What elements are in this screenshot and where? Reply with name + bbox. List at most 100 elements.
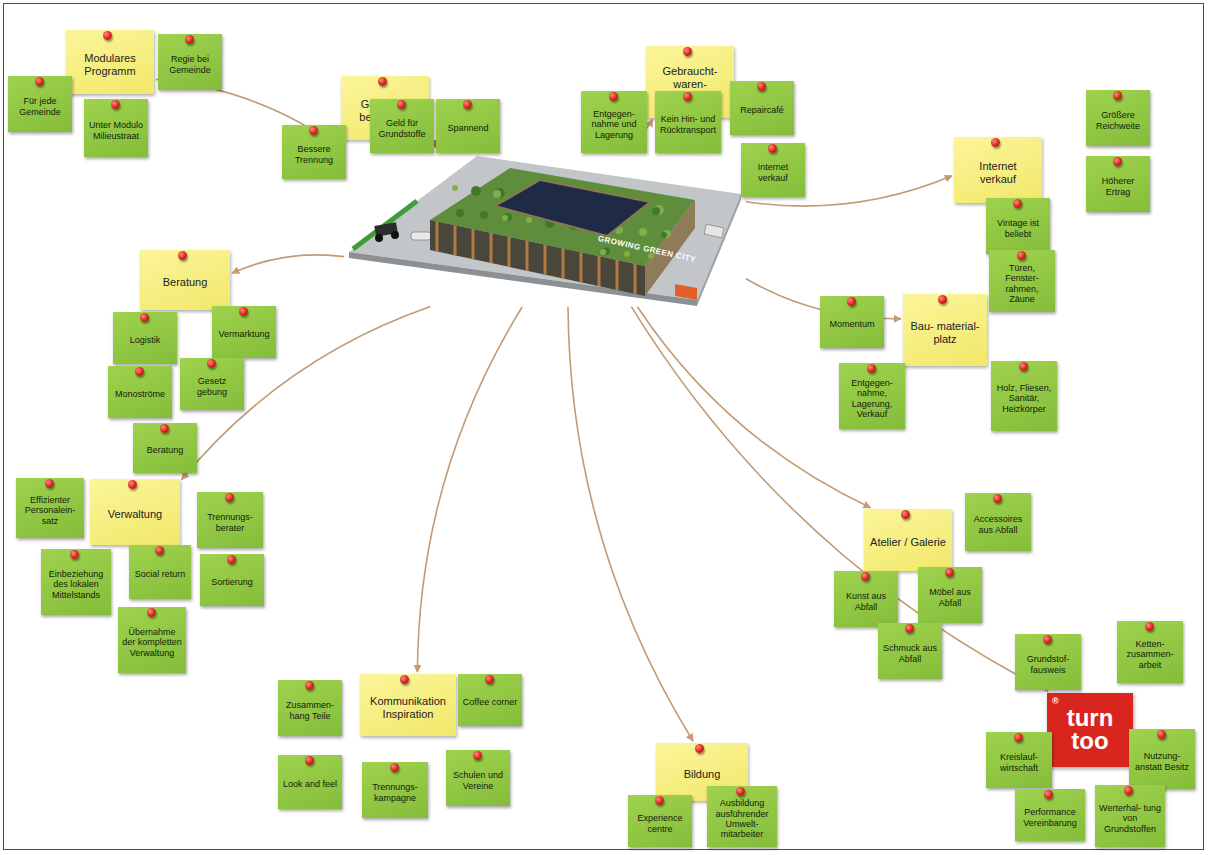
registered-mark: ® [1052,697,1059,706]
push-pin [35,77,44,86]
push-pin [135,367,144,376]
note-text: Logistik [130,335,161,345]
idea-note: Trennungs- kampagne [362,762,428,818]
note-text: Trennungs- kampagne [366,782,424,803]
idea-note: Schmuck aus Abfall [878,623,942,679]
note-text: Vermarktung [218,329,269,339]
idea-note: Geld für Grundstoffe [370,99,434,153]
push-pin [185,35,194,44]
idea-note: Repaircafé [730,81,794,135]
note-text: Regie bei Gemeinde [162,54,218,75]
note-text: Schmuck aus Abfall [882,643,938,664]
idea-note: Größere Reichweite [1086,90,1150,146]
push-pin [757,82,766,91]
note-text: Schulen und Vereine [450,770,506,791]
note-text: Einbeziehung des lokalen Mittelstands [45,569,107,600]
note-text: Größere Reichweite [1090,110,1146,131]
idea-note: Regie bei Gemeinde [158,34,222,90]
push-pin [45,479,54,488]
idea-note: Holz, Fliesen, Sanitär, Heizkörper [991,361,1057,431]
connector-arrow [417,307,522,672]
note-text: Internet verkauf [960,160,1036,186]
topic-note: Modulares Programm [66,30,154,94]
building-drawing [345,148,745,306]
idea-note: Unter Modulo Milieustraat [84,99,148,157]
topic-note: Beratung [140,250,230,310]
push-pin [736,787,745,796]
push-pin [993,494,1002,503]
idea-note: Türen, Fenster- rahmen, Zäune [989,250,1055,312]
push-pin [140,313,149,322]
push-pin [1124,786,1133,795]
note-text: Entgegen- nahme und Lagerung [585,109,643,140]
note-text: Geld für Grundstoffe [374,118,430,139]
idea-note: Spannend [436,99,500,153]
idea-note: Entgegen- nahme, Lagerung, Verkauf [839,363,905,429]
note-text: Unter Modulo Milieustraat [88,120,144,141]
note-text: Gesetz gebung [184,376,240,397]
topic-note: Internet verkauf [954,137,1042,203]
idea-note: Schulen und Vereine [446,750,510,806]
idea-note: Trennungs- berater [197,492,263,548]
idea-note: Einbeziehung des lokalen Mittelstands [41,549,111,615]
note-text: Effizienter Personalein- satz [20,495,80,526]
idea-note: Gesetz gebung [180,358,244,410]
note-text: Kein Hin- und Rücktransport [659,114,717,135]
push-pin [397,100,406,109]
push-pin [309,126,318,135]
push-pin [305,681,314,690]
topic-note: Verwaltung [90,479,180,545]
note-text: Sortierung [211,577,253,587]
push-pin [178,251,187,260]
push-pin [160,424,169,433]
push-pin [485,675,494,684]
note-text: Beratung [147,445,184,455]
push-pin [400,675,409,684]
push-pin [1044,790,1053,799]
topic-note: Atelier / Galerie [864,509,952,571]
idea-note: Werterhal- tung von Grundstoffen [1095,785,1165,847]
idea-note: Entgegen- nahme und Lagerung [581,91,647,153]
note-text: Kreislauf- wirtschaft [990,752,1048,773]
note-text: Experience centre [632,813,688,834]
note-text: Coffee corner [463,697,517,707]
note-text: Nutzung- anstatt Besitz [1133,751,1191,772]
push-pin [683,92,692,101]
idea-note: Sortierung [200,554,264,606]
connector-arrow [182,307,431,480]
logo-box: turn too® [1047,693,1133,767]
note-text: Monoströme [115,389,165,399]
push-pin [1157,730,1166,739]
push-pin [945,568,954,577]
note-text: Internet verkauf [745,162,801,183]
idea-note: Experience centre [628,795,692,847]
push-pin [239,307,248,316]
note-text: Modulares Programm [72,52,148,78]
idea-note: Internet verkauf [741,143,805,197]
note-text: Spannend [447,123,488,133]
push-pin [147,608,156,617]
note-text: Grundstof- fausweis [1019,654,1077,675]
note-text: Bildung [684,768,721,781]
note-text: Für jede Gemeinde [12,96,68,117]
idea-note: Bessere Trennung [282,125,346,179]
push-pin [305,756,314,765]
push-pin [1019,362,1028,371]
note-text: Atelier / Galerie [870,536,946,549]
idea-note: Social return [129,545,191,599]
idea-note: Effizienter Personalein- satz [16,478,84,538]
push-pin [1014,733,1023,742]
push-pin [378,77,387,86]
note-text: Accessoires aus Abfall [969,514,1027,535]
push-pin [463,100,472,109]
idea-note: Nutzung- anstatt Besitz [1129,729,1195,789]
note-text: Höherer Ertrag [1090,176,1146,197]
idea-note: Vintage ist beliebt [986,198,1050,254]
idea-note: Logistik [113,312,177,364]
idea-note: Übernahme der kompletten Verwaltung [118,607,186,673]
idea-note: Kreislauf- wirtschaft [986,732,1052,788]
idea-note: Möbel aus Abfall [918,567,982,623]
connector-arrow [232,255,344,273]
note-text: Beratung [163,276,208,289]
